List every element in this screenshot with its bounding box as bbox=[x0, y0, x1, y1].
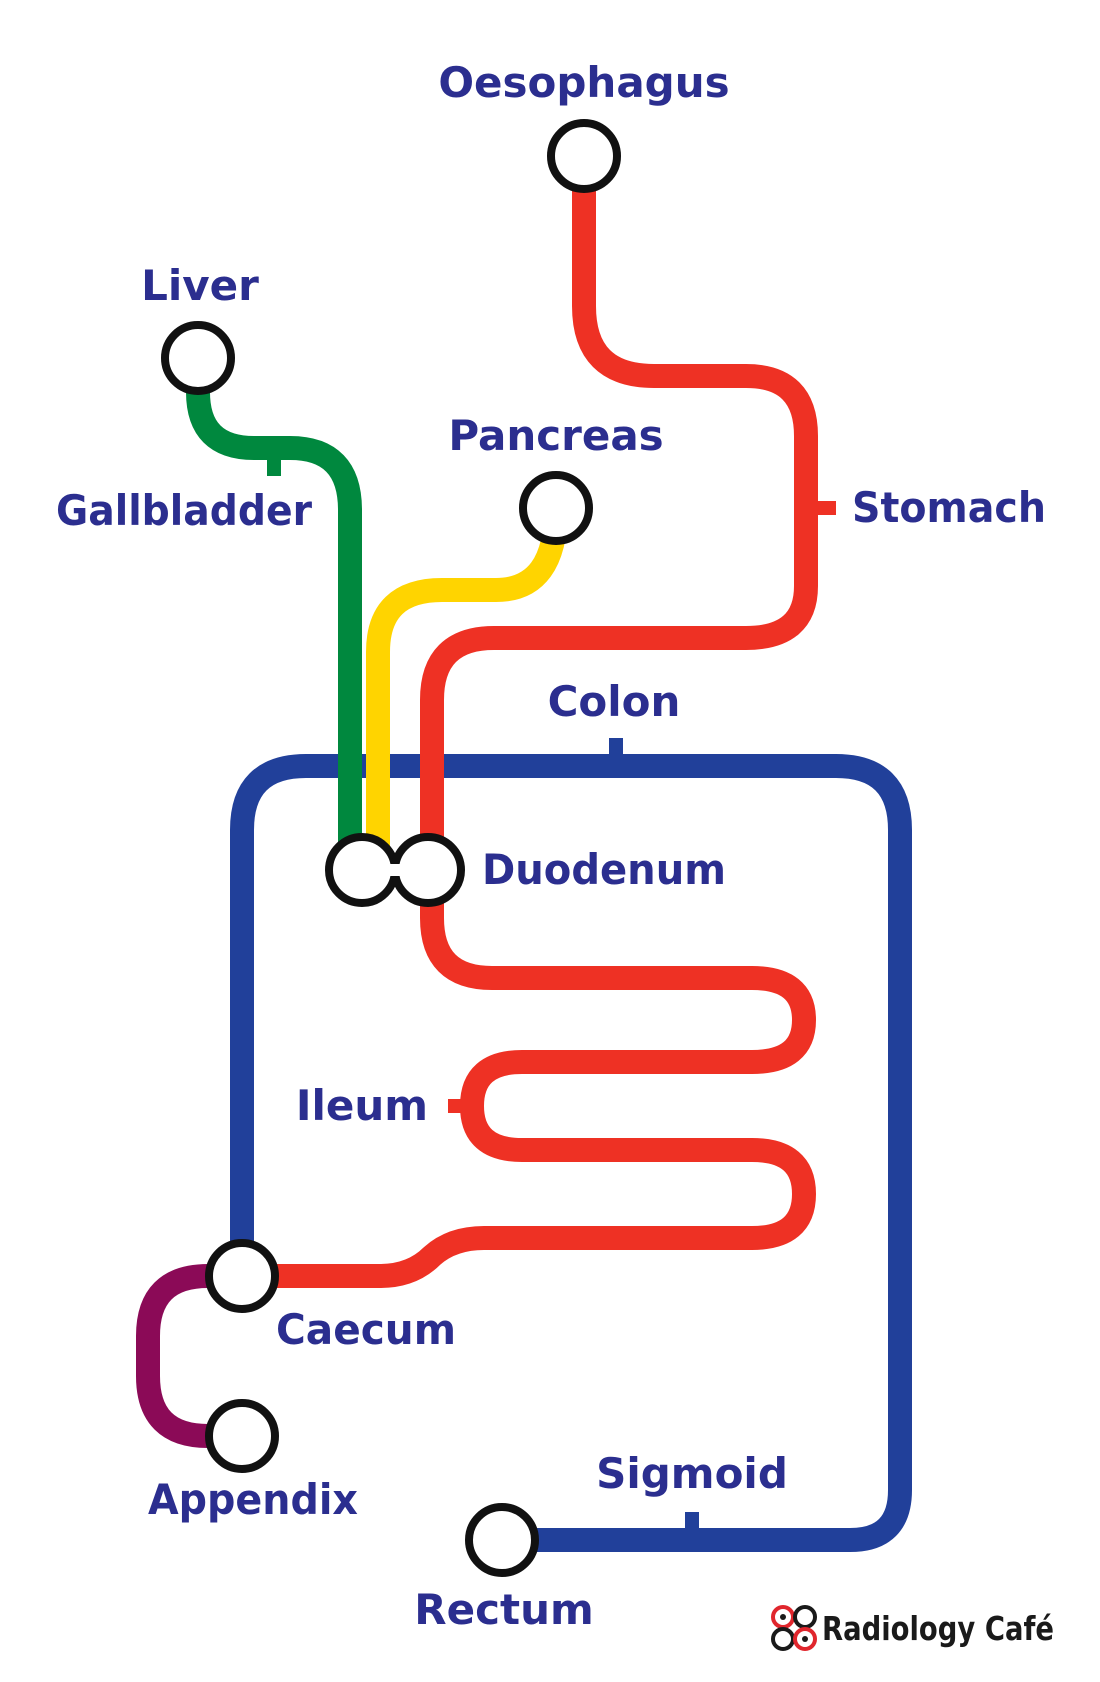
duodenum-label: Duodenum bbox=[482, 845, 726, 894]
pancreatic-line bbox=[366, 507, 568, 862]
caecum-label: Caecum bbox=[276, 1305, 456, 1354]
appendix-label: Appendix bbox=[148, 1475, 358, 1524]
gallbladder-label: Gallbladder bbox=[56, 486, 312, 535]
oesophagus-label: Oesophagus bbox=[438, 58, 729, 107]
colon-label: Colon bbox=[548, 677, 681, 726]
colon-line bbox=[230, 754, 912, 1552]
biliary-line bbox=[186, 358, 362, 862]
pancreas-label: Pancreas bbox=[448, 411, 663, 460]
sigmoid-label: Sigmoid bbox=[596, 1449, 788, 1498]
gi-tract-line bbox=[242, 156, 818, 1288]
liver-label: Liver bbox=[141, 261, 259, 310]
caecum-station bbox=[205, 1239, 279, 1313]
ileum-label: Ileum bbox=[296, 1081, 428, 1130]
appendix-line bbox=[136, 1264, 242, 1448]
oesophagus-station bbox=[547, 119, 621, 193]
rectum-station bbox=[465, 1503, 539, 1577]
radiology-cafe-logo-icon bbox=[771, 1605, 817, 1651]
liver-station bbox=[161, 321, 235, 395]
appendix-station bbox=[205, 1399, 279, 1473]
brand-name: Radiology Café bbox=[822, 1609, 1054, 1648]
stomach-label: Stomach bbox=[852, 483, 1046, 532]
pancreas-station bbox=[519, 471, 593, 545]
rectum-label: Rectum bbox=[414, 1585, 593, 1634]
